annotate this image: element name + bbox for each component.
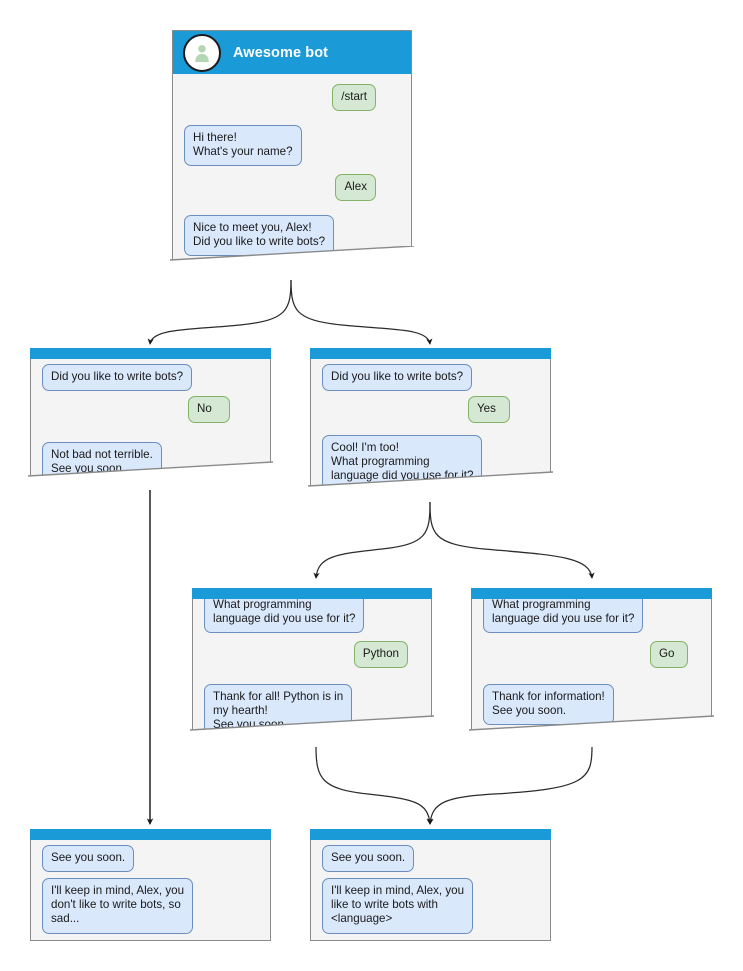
message-bubble-bot: Thank for information! See you soon. (483, 684, 614, 726)
root-card[interactable]: Awesome bot /start Hi there! What's your… (170, 30, 414, 280)
message-bubble-bot: See you soon. (322, 845, 415, 873)
card-bottom-skew (190, 710, 434, 744)
card-bottom-skew (308, 466, 553, 500)
go-branch-card[interactable]: What programming language did you use fo… (469, 588, 714, 744)
end-sad-card[interactable]: See you soon. I'll keep in mind, Alex, y… (30, 829, 271, 941)
message-bubble-bot: See you soon. (42, 845, 135, 873)
message-bubble-user: /start (332, 84, 376, 112)
message-bubble-user: No (188, 396, 230, 424)
message-bubble-bot: I'll keep in mind, Alex, you like to wri… (322, 878, 474, 934)
card-header (471, 588, 712, 599)
message-bubble-bot: Did you like to write bots? (42, 364, 193, 392)
card-header: Awesome bot (172, 30, 412, 74)
no-branch-card[interactable]: Did you like to write bots? No Not bad n… (28, 348, 273, 488)
card-body: See you soon. I'll keep in mind, Alex, y… (30, 840, 271, 941)
card-header (30, 829, 271, 840)
message-bubble-bot: I'll keep in mind, Alex, you don't like … (42, 878, 194, 934)
edge-yes-to-go (429, 501, 595, 579)
message-bubble-user: Go (650, 641, 688, 669)
card-header (310, 348, 551, 359)
avatar (183, 33, 221, 72)
message-bubble-bot: Nice to meet you, Alex! Did you like to … (184, 215, 335, 257)
card-body: What programming language did you use fo… (192, 599, 432, 744)
edge-go-to-end-happy (427, 746, 593, 825)
yes-branch-card[interactable]: Did you like to write bots? Yes Cool! I'… (308, 348, 553, 500)
card-bottom-skew (469, 710, 714, 744)
person-icon (195, 44, 209, 62)
card-header (192, 588, 432, 599)
message-bubble-bot: Did you like to write bots? (322, 364, 473, 392)
card-body: /start Hi there! What's your name? Alex … (172, 74, 412, 280)
message-bubble-bot: What programming language did you use fo… (204, 599, 365, 634)
message-bubble-user: Python (353, 641, 408, 669)
end-happy-card[interactable]: See you soon. I'll keep in mind, Alex, y… (310, 829, 551, 941)
card-header (30, 348, 271, 359)
message-bubble-bot: What programming language did you use fo… (483, 599, 644, 634)
edge-yes-to-python (313, 501, 431, 579)
card-bottom-skew (170, 246, 414, 280)
edge-root-to-no (147, 277, 292, 345)
message-bubble-user: Alex (335, 174, 376, 202)
edge-root-to-yes (290, 277, 433, 345)
card-title: Awesome bot (233, 44, 329, 61)
card-bottom-skew (28, 454, 273, 488)
message-bubble-bot: Hi there! What's your name? (184, 125, 302, 167)
python-branch-card[interactable]: What programming language did you use fo… (190, 588, 434, 744)
card-header (310, 829, 551, 840)
card-body: See you soon. I'll keep in mind, Alex, y… (310, 840, 551, 941)
card-body: What programming language did you use fo… (471, 599, 712, 744)
message-bubble-user: Yes (468, 396, 510, 424)
edge-python-to-end-happy (315, 746, 433, 825)
message-bubble-bot: Thank for all! Python is in my hearth! S… (204, 684, 353, 740)
